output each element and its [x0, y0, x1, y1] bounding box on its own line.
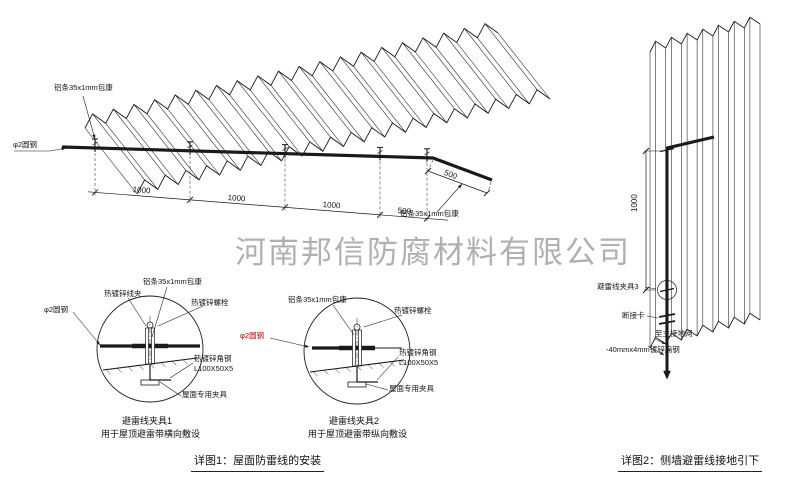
- wall-label-flat-steel: -40mmx4mm镀锌扁钢: [606, 345, 680, 354]
- caption-detail2: 详图2：侧墙避雷线接地引下: [618, 452, 763, 472]
- label-round-steel-main: φ2圆钢: [13, 140, 38, 149]
- detail2-label-bolt: 热镀锌螺栓: [394, 306, 432, 315]
- company-watermark: 河南邦信防腐材料有限公司: [235, 235, 631, 270]
- detail1-label-round-steel: φ2圆钢: [44, 305, 69, 314]
- detail2-subtitle: 用于屋顶避雷带纵向敷设: [308, 429, 408, 439]
- detail2-label-angle-size: L100X50X5: [399, 358, 439, 367]
- dim-1000-3: 1000: [322, 200, 341, 211]
- detail2-label-angle-steel: 热镀锌角钢: [399, 348, 437, 357]
- wall-label-clamp3: 避雷线夹具3: [597, 282, 639, 291]
- detail1-subtitle: 用于屋顶避雷带横向敷设: [101, 429, 201, 439]
- caption-detail1: 详图1：屋面防雷线的安装: [191, 452, 325, 472]
- detail2-label-round-steel: φ2圆钢: [240, 331, 265, 340]
- detail2-title: 避雷线夹具2: [329, 416, 380, 426]
- dim-1000-wall: 1000: [630, 194, 639, 212]
- detail1-label-angle-size: L100X50X5: [194, 364, 234, 373]
- dim-1000-2: 1000: [227, 193, 246, 204]
- wall-label-to-ground: 至主接地网: [655, 329, 693, 338]
- detail1-label-angle-steel: 热镀锌角钢: [194, 354, 232, 363]
- detail1-label-roof-clamp: 屋面专用夹具: [182, 390, 227, 399]
- dim-1000-1: 1000: [132, 185, 151, 196]
- label-aluminum-strip-bottom: 铝条35x1mm包康: [400, 209, 459, 218]
- detail2-label-strip: 铝条35x1mm包康: [288, 295, 347, 304]
- dim-500-bottom: 500: [397, 206, 412, 217]
- detail1-label-strip: 铝条35x1mm包康: [143, 277, 202, 286]
- label-aluminum-strip-top: 铝条35x1mm包康: [54, 83, 113, 92]
- detail1-label-wire-clip-icon-none: 热镀锌线夹: [104, 289, 142, 298]
- detail1-title: 避雷线夹具1: [122, 416, 173, 426]
- wall-label-disconnect: 断接卡: [622, 311, 645, 320]
- detail2-label-roof-clamp: 屋面专用夹具: [389, 384, 434, 393]
- detail1-label-bolt: 热镀锌螺栓: [191, 298, 229, 307]
